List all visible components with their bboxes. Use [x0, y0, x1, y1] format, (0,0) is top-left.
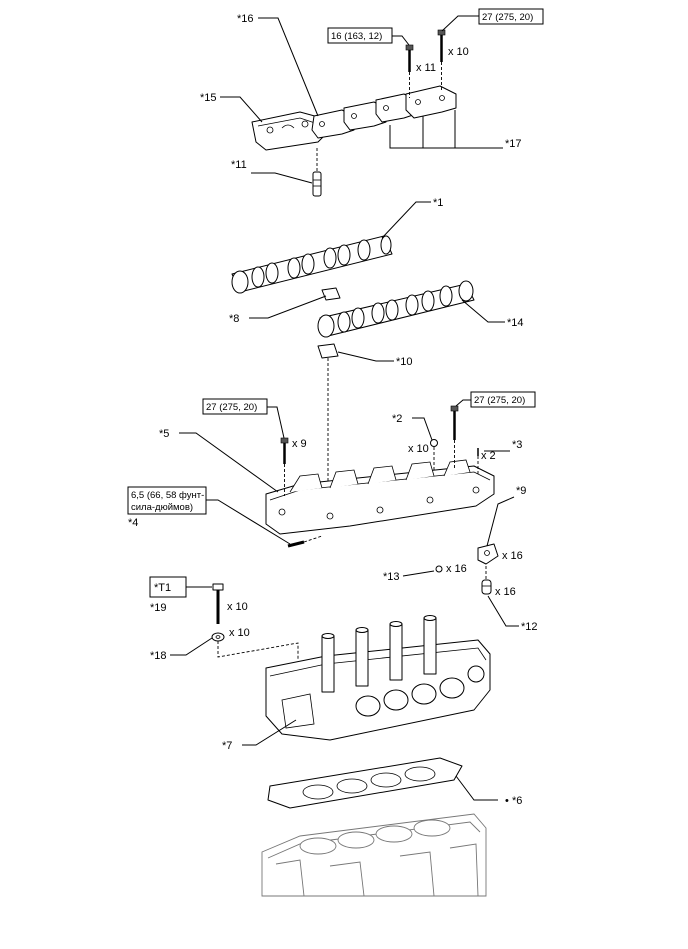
callout-7: *7 — [222, 740, 232, 752]
bearing-cap-17 — [375, 85, 457, 123]
callout-18: *18 — [150, 650, 167, 662]
torque-box-cap-bolt-long: 27 (275, 20) — [441, 8, 544, 32]
qty-x10-mid: x 10 — [408, 443, 429, 455]
svg-text:сила-дюймов): сила-дюймов) — [131, 502, 193, 513]
seal-13 — [435, 565, 443, 573]
qty-x16-c: x 16 — [446, 563, 467, 575]
qty-x2: x 2 — [481, 450, 496, 462]
housing-bolt-long — [450, 405, 459, 470]
svg-text:27 (275, 20): 27 (275, 20) — [206, 402, 257, 413]
cap-bolt-x11 — [405, 44, 414, 98]
qty-x16-b: x 16 — [495, 586, 516, 598]
callout-15: *15 — [200, 92, 217, 104]
cap-bolt-x10 — [437, 29, 446, 90]
qty-x11: x 11 — [416, 62, 436, 74]
camshaft-14 — [317, 280, 475, 338]
camshaft-1 — [231, 235, 393, 294]
callout-11: *11 — [231, 159, 247, 171]
svg-text:27 (275, 20): 27 (275, 20) — [474, 395, 525, 406]
callout-13: *13 — [383, 571, 400, 583]
torque-box-housing-bolt-right: 27 (275, 20) — [455, 391, 536, 408]
callout-19: *19 — [150, 602, 167, 614]
torque-box-cap-bolt-short: 16 (163, 12) — [327, 27, 410, 46]
torque-box-small-bolt: 6,5 (66, 58 фунт- сила-дюймов) — [127, 486, 207, 515]
housing-bolt-x9 — [280, 437, 289, 496]
svg-text:27 (275, 20): 27 (275, 20) — [482, 12, 533, 23]
callout-1: *1 — [433, 197, 443, 209]
callout-6: *6 — [512, 795, 522, 807]
non-reusable-mark: • — [505, 795, 509, 807]
callout-5: *5 — [159, 428, 169, 440]
callout-16: *16 — [237, 13, 254, 25]
bearing-half-8 — [321, 287, 341, 301]
callout-3: *3 — [512, 439, 522, 451]
head-gasket-6 — [267, 757, 463, 809]
qty-x10-washer: x 10 — [229, 627, 250, 639]
callout-10: *10 — [396, 356, 413, 368]
qty-x10-top: x 10 — [448, 46, 469, 58]
svg-text:16 (163, 12): 16 (163, 12) — [331, 31, 382, 42]
callout-12: *12 — [521, 621, 538, 633]
cylinder-block — [261, 813, 487, 897]
callout-9: *9 — [516, 485, 526, 497]
head-bolt-19 — [212, 583, 224, 624]
svg-text:6,5 (66, 58 фунт-: 6,5 (66, 58 фунт- — [131, 490, 204, 501]
cylinder-head-7 — [265, 615, 491, 741]
callout-2: *2 — [392, 413, 402, 425]
lash-adjuster-12 — [481, 566, 492, 595]
stud-bolt-4 — [287, 535, 323, 548]
bracket-9 — [477, 543, 499, 565]
torque-box-housing-bolt-left: 27 (275, 20) — [202, 398, 285, 439]
qty-x9: x 9 — [292, 438, 307, 450]
tool-box-t1: *T1 — [149, 576, 212, 598]
qty-x10-bolt: x 10 — [227, 601, 248, 613]
callout-8: *8 — [229, 313, 239, 325]
camshaft-housing-5 — [265, 459, 495, 535]
callout-4: *4 — [128, 517, 138, 529]
svg-text:*T1: *T1 — [154, 582, 171, 594]
washer-18 — [211, 632, 299, 660]
qty-x16-a: x 16 — [502, 550, 523, 562]
bearing-half-10 — [317, 343, 339, 490]
callout-17: *17 — [505, 138, 522, 150]
bearing-cap-16 — [311, 101, 387, 139]
seal-washer-2 — [430, 439, 438, 470]
knock-pin-11 — [312, 148, 322, 197]
callout-14: *14 — [507, 317, 524, 329]
bearing-cap-15 — [251, 111, 327, 151]
